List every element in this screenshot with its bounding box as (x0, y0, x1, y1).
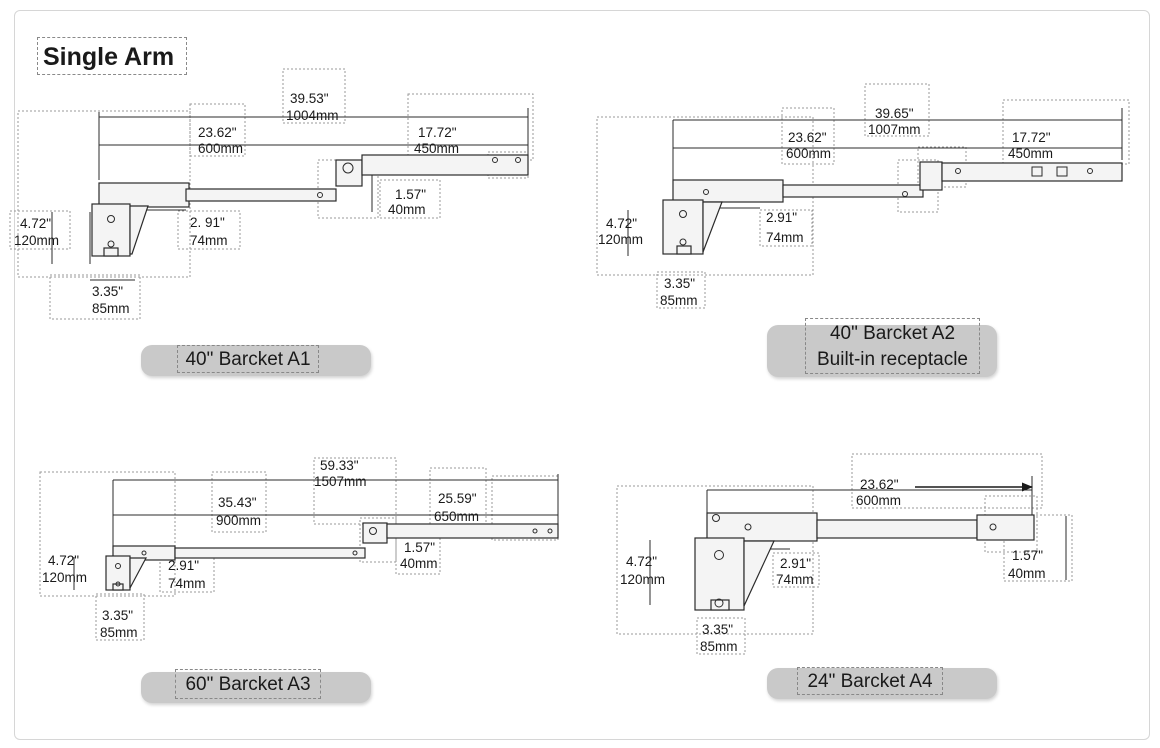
caption-a2: 40" Barcket A2 Built-in receptacle (805, 318, 980, 374)
bracket-a3-diagram: 59.33" 1507mm 35.43" 900mm 25.59" 650mm … (39, 457, 559, 641)
caption-a3-pill (141, 672, 371, 703)
caption-a4-pill (767, 668, 997, 699)
a2-offset-mm: 74mm (766, 230, 804, 245)
a1-arm-mm: 600mm (198, 141, 243, 156)
a1-extension-in: 17.72" (418, 125, 457, 140)
a3-plate-width-in: 3.35" (102, 608, 133, 623)
page-title: Single Arm (37, 37, 187, 75)
a2-arm-in: 23.62" (788, 130, 827, 145)
caption-a4: 24" Barcket A4 (797, 667, 943, 695)
a4-plate-width-mm: 85mm (700, 639, 738, 654)
a4-arm-mm: 600mm (856, 493, 901, 508)
a1-drop-mm: 40mm (388, 202, 426, 217)
caption-a2-line2: Built-in receptacle (816, 349, 969, 370)
a1-plate-width-in: 3.35" (92, 284, 123, 299)
a2-plate-width-mm: 85mm (660, 293, 698, 308)
a4-offset-in: 2.91" (780, 556, 811, 571)
a3-arm-mm: 900mm (216, 513, 261, 528)
a4-plate-height-mm: 120mm (620, 572, 665, 587)
a3-offset-in: 2.91" (168, 558, 199, 573)
a2-offset-in: 2.91" (766, 210, 797, 225)
a2-plate-width-in: 3.35" (664, 276, 695, 291)
a4-drop-mm: 40mm (1008, 566, 1046, 581)
a3-plate-width-mm: 85mm (100, 625, 138, 640)
a1-offset-in: 2. 91" (190, 215, 225, 230)
a2-plate-height-in: 4.72" (606, 216, 637, 231)
a2-extension-mm: 450mm (1008, 146, 1053, 161)
a4-plate-width-in: 3.35" (702, 622, 733, 637)
a1-overall-mm: 1004mm (286, 108, 339, 123)
a2-overall-mm: 1007mm (868, 122, 921, 137)
a1-offset-mm: 74mm (190, 233, 228, 248)
page-frame (14, 10, 1150, 740)
a1-drop-in: 1.57" (395, 187, 426, 202)
a4-arm-in: 23.62" (860, 477, 899, 492)
a1-plate-height-mm: 120mm (14, 233, 59, 248)
bracket-a1-diagram: 39.53" 1004mm 23.62" 600mm 17.72" 450mm … (9, 68, 534, 320)
a3-extension-in: 25.59" (438, 491, 477, 506)
caption-a2-line1: 40" Barcket A2 (829, 323, 956, 344)
a4-drop-in: 1.57" (1012, 548, 1043, 563)
a3-overall-mm: 1507mm (314, 474, 367, 489)
a3-drop-mm: 40mm (400, 556, 438, 571)
a2-plate-height-mm: 120mm (598, 232, 643, 247)
a1-overall-in: 39.53" (290, 91, 329, 106)
caption-a1: 40" Barcket A1 (177, 345, 319, 373)
caption-a3: 60" Barcket A3 (175, 669, 321, 699)
a3-drop-in: 1.57" (404, 540, 435, 555)
a3-extension-mm: 650mm (434, 509, 479, 524)
a3-plate-height-mm: 120mm (42, 570, 87, 585)
a1-arm-in: 23.62" (198, 125, 237, 140)
a4-plate-height-in: 4.72" (626, 554, 657, 569)
a1-plate-height-in: 4.72" (20, 216, 51, 231)
a1-extension-mm: 450mm (414, 141, 459, 156)
a3-plate-height-in: 4.72" (48, 553, 79, 568)
bracket-a2-diagram: 39.65" 1007mm 23.62" 600mm 17.72" 450mm … (596, 83, 1130, 309)
a3-offset-mm: 74mm (168, 576, 206, 591)
a3-overall-in: 59.33" (320, 458, 359, 473)
a2-extension-in: 17.72" (1012, 130, 1051, 145)
a4-offset-mm: 74mm (776, 572, 814, 587)
a1-plate-width-mm: 85mm (92, 301, 130, 316)
a3-arm-in: 35.43" (218, 495, 257, 510)
caption-a1-pill (141, 345, 371, 376)
a2-overall-in: 39.65" (875, 106, 914, 121)
bracket-a4-diagram: 23.62" 600mm 1.57" 40mm 4.72" 120mm 2.91… (616, 453, 1073, 655)
a2-arm-mm: 600mm (786, 146, 831, 161)
